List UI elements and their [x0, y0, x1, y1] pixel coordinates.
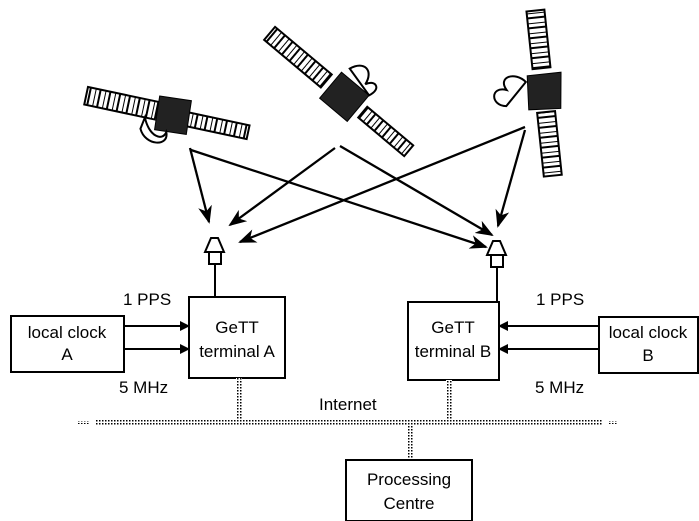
local-clock-b-line2: B: [642, 346, 653, 365]
local-clock-b-box: local clock B: [598, 316, 699, 374]
local-clock-a-line2: A: [61, 345, 73, 364]
signal-left-to-a: [188, 147, 212, 224]
local-clock-a-line1: local clock: [28, 323, 107, 342]
processing-line1: Processing: [367, 470, 451, 489]
local-clock-b-line1: local clock: [609, 323, 688, 342]
terminal-a-line2: terminal A: [199, 342, 275, 361]
antenna-b: [485, 240, 508, 302]
antenna-a: [203, 237, 226, 297]
pps-b-label: 1 PPS: [536, 290, 584, 309]
terminal-a-line1: GeTT: [215, 318, 258, 337]
clock-connections: [124, 321, 599, 354]
satellite-center: [262, 25, 415, 158]
terminal-b-line1: GeTT: [431, 318, 474, 337]
processing-line2: Centre: [383, 494, 434, 513]
mhz-a-label: 5 MHz: [119, 378, 168, 397]
signal-paths: [188, 125, 527, 249]
terminal-a-box: GeTT terminal A: [188, 296, 286, 379]
pps-a-label: 1 PPS: [123, 290, 171, 309]
internet-bus: [78, 378, 618, 460]
processing-centre-box: Processing Centre: [345, 459, 473, 521]
terminal-b-line2: terminal B: [415, 342, 492, 361]
local-clock-a-box: local clock A: [10, 315, 125, 373]
internet-label: Internet: [319, 395, 377, 414]
mhz-b-label: 5 MHz: [535, 378, 584, 397]
satellite-right: [493, 8, 563, 178]
signal-center-to-b: [339, 145, 494, 237]
signal-center-to-a: [228, 147, 336, 227]
signal-left-to-b: [190, 148, 488, 249]
satellite-left: [83, 85, 251, 144]
terminal-b-box: GeTT terminal B: [407, 301, 500, 381]
signal-right-to-a: [238, 125, 526, 244]
signal-right-to-b: [495, 129, 527, 228]
